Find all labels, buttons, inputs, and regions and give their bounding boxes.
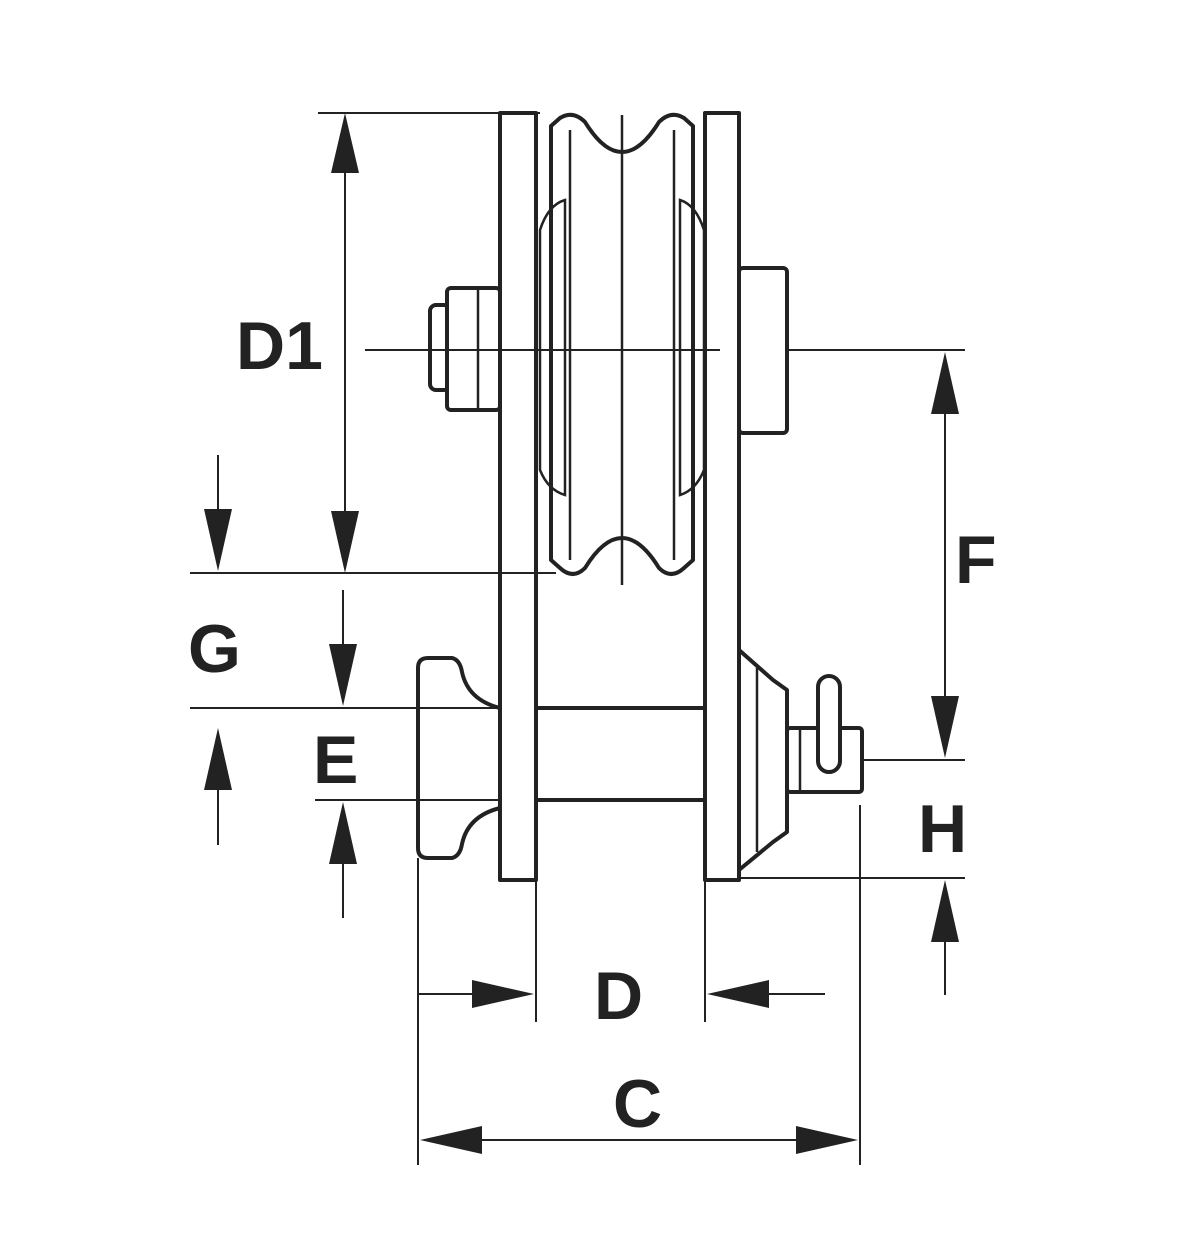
dimension-d1 bbox=[331, 113, 359, 573]
dimension-h bbox=[931, 880, 959, 995]
dimension-g bbox=[204, 455, 357, 845]
left-side-plate bbox=[498, 111, 538, 882]
pulley-block-drawing bbox=[416, 111, 864, 882]
label-d: D bbox=[594, 958, 643, 1034]
label-e: E bbox=[313, 722, 358, 798]
label-f: F bbox=[955, 522, 997, 598]
label-c: C bbox=[613, 1066, 662, 1142]
sheave-wheel bbox=[538, 112, 706, 585]
dimension-c bbox=[420, 1126, 858, 1154]
label-g: G bbox=[188, 611, 241, 687]
dimension-d bbox=[418, 980, 825, 1008]
label-h: H bbox=[918, 791, 967, 867]
label-d1: D1 bbox=[236, 308, 323, 384]
axle-hub bbox=[737, 266, 789, 435]
dimension-f bbox=[931, 352, 959, 758]
split-pin bbox=[816, 674, 842, 774]
cone-nut bbox=[737, 648, 789, 872]
right-side-plate bbox=[703, 111, 741, 882]
dimension-e bbox=[329, 802, 357, 918]
extension-lines bbox=[190, 112, 965, 1165]
lower-pin bbox=[416, 656, 707, 860]
